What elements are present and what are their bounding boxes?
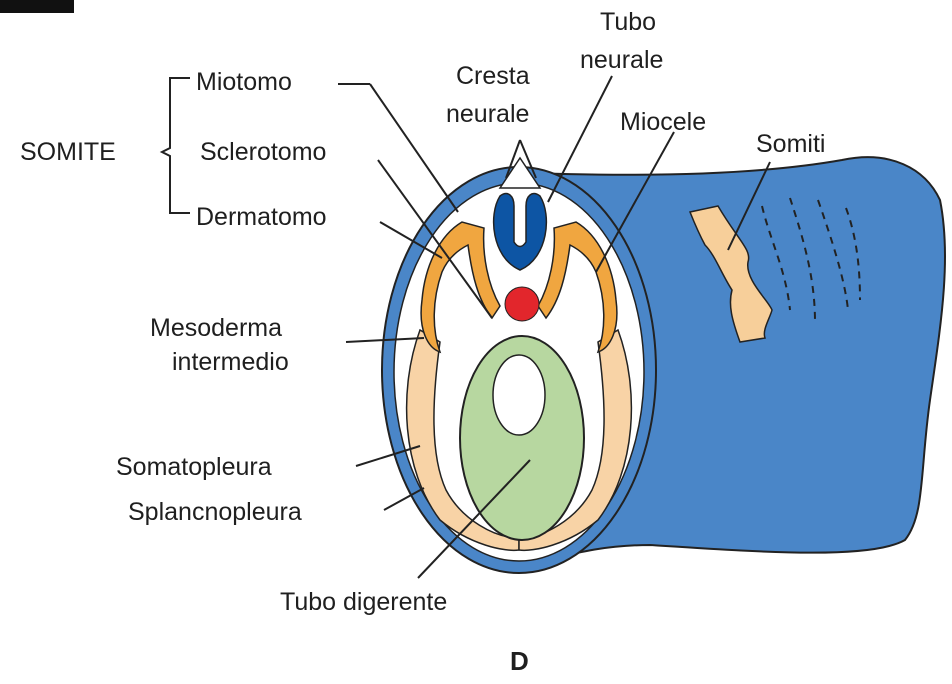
panel-letter: D — [510, 646, 529, 676]
label-somite: SOMITE — [20, 138, 116, 166]
label-miotomo: Miotomo — [196, 68, 292, 96]
label-cresta-line1: Cresta — [456, 62, 530, 90]
gut-lumen — [493, 355, 545, 435]
label-mesoderma-line2: intermedio — [172, 348, 289, 376]
label-dermatomo: Dermatomo — [196, 203, 327, 231]
notochord — [505, 287, 539, 321]
label-somatopleura: Somatopleura — [116, 453, 272, 481]
somite-bracket — [162, 78, 190, 213]
label-tubo-line2: neurale — [580, 46, 663, 74]
label-miocele: Miocele — [620, 108, 706, 136]
label-somiti: Somiti — [756, 130, 825, 158]
label-tubo-line1: Tubo — [600, 8, 656, 36]
label-sclerotomo: Sclerotomo — [200, 138, 326, 166]
label-splancnopleura: Splancnopleura — [128, 498, 302, 526]
label-cresta-line2: neurale — [446, 100, 529, 128]
corner-block — [0, 0, 74, 13]
label-tubo-digerente: Tubo digerente — [280, 588, 447, 616]
miotomo-leader-diag — [370, 84, 458, 212]
label-mesoderma-line1: Mesoderma — [150, 314, 282, 342]
